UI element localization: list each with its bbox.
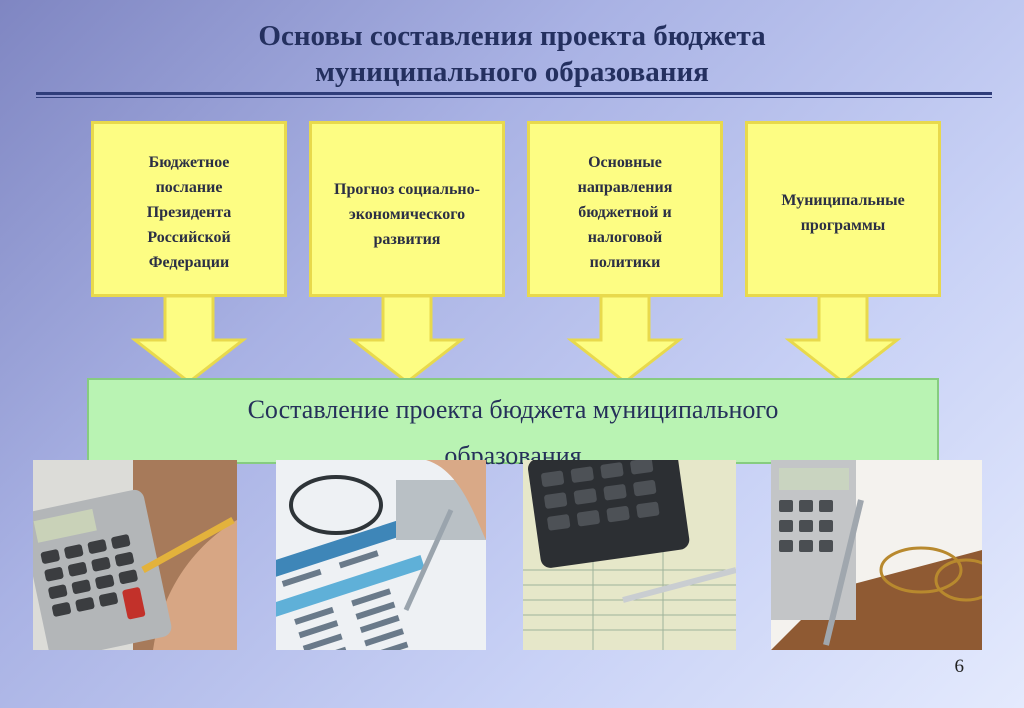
- box-text-line: Федерации: [148, 254, 230, 271]
- calculator-spreadsheet-photo: [523, 460, 736, 650]
- source-box-socioeconomic-forecast: Прогноз социально- экономического развит…: [309, 121, 505, 297]
- source-box-budget-tax-policy: Основные направления бюджетной и налогов…: [527, 121, 723, 297]
- box-text-line: Президента: [146, 204, 232, 221]
- result-box-budget-drafting: Составление проекта бюджета муниципально…: [87, 378, 939, 470]
- box-text-line: Бюджетное: [148, 154, 230, 171]
- box-text-line: политики: [589, 254, 661, 271]
- box-text-line: направления: [577, 179, 673, 196]
- box-text-line: бюджетной и: [578, 204, 672, 221]
- down-arrow-1: [130, 296, 248, 384]
- calculator-pen-glasses-photo: [771, 460, 982, 650]
- box-text-line: послание: [155, 179, 223, 196]
- box-text-line: Основные: [588, 154, 662, 171]
- box-text-line: Муниципальные: [781, 192, 905, 209]
- box-text-line: экономического: [348, 206, 466, 223]
- down-arrow-3: [566, 296, 684, 384]
- source-box-president-message: Бюджетное послание Президента Российской…: [91, 121, 287, 297]
- title-line-2: муниципального образования: [315, 56, 709, 88]
- title-line-1: Основы составления проекта бюджета: [258, 20, 766, 52]
- result-line-1: Составление проекта бюджета муниципально…: [247, 395, 779, 424]
- box-text-line: развития: [373, 231, 441, 248]
- down-arrow-2: [348, 296, 466, 384]
- title-divider: [36, 92, 992, 95]
- box-text-line: программы: [800, 217, 886, 234]
- box-text-line: Прогноз социально-: [334, 181, 480, 198]
- box-text-line: Российской: [147, 229, 231, 246]
- title-divider-thin: [36, 97, 992, 98]
- source-box-municipal-programs: Муниципальные программы: [745, 121, 941, 297]
- page-number: 6: [954, 656, 965, 677]
- glasses-pen-budget-table-photo: [276, 460, 486, 650]
- slide-title: Основы составления проекта бюджета муниц…: [0, 18, 1024, 90]
- down-arrow-4: [784, 296, 902, 384]
- calculator-pencil-photo: [33, 460, 237, 650]
- box-text-line: налоговой: [587, 229, 663, 246]
